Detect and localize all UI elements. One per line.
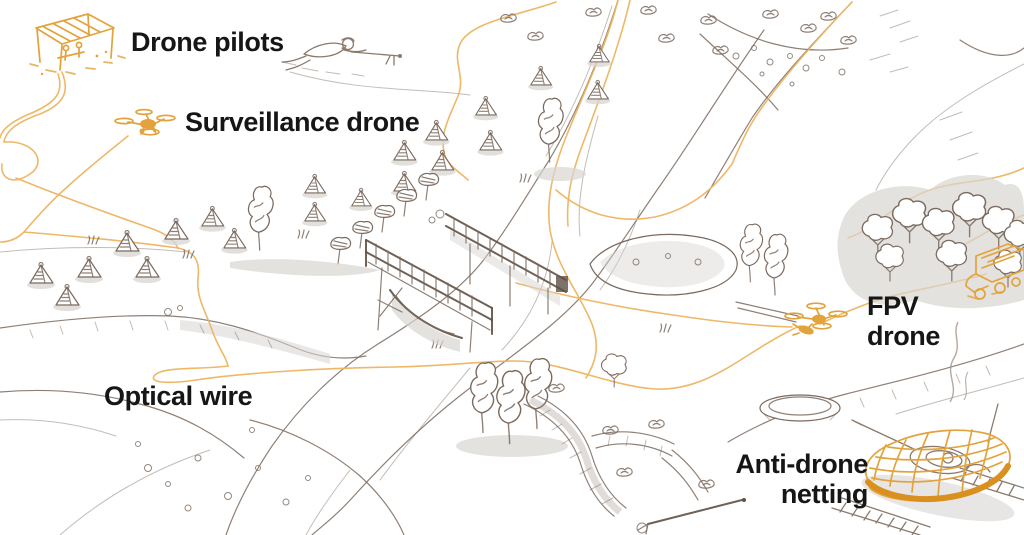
artillery-gun bbox=[636, 498, 746, 535]
anti-drone-netting-tank-icon bbox=[831, 321, 1024, 535]
fpv-drone-icon bbox=[784, 302, 848, 336]
supply-truck-icon bbox=[965, 243, 1024, 300]
label-anti-drone-netting: Anti-drone netting bbox=[735, 449, 869, 509]
label-fpv-drone: FPV drone bbox=[867, 291, 941, 351]
trees bbox=[230, 97, 789, 457]
water-cistern bbox=[759, 394, 841, 422]
trench-system bbox=[523, 353, 715, 517]
bridge-second bbox=[428, 209, 568, 315]
pilot-tent-icon bbox=[29, 13, 126, 76]
bridge-main bbox=[365, 239, 493, 353]
surveillance-drone-icon bbox=[114, 108, 176, 136]
label-optical-wire: Optical wire bbox=[104, 381, 253, 411]
label-surveillance-drone: Surveillance drone bbox=[185, 107, 420, 137]
label-drone-pilots: Drone pilots bbox=[131, 27, 284, 57]
soldier-machine-gunner-icon bbox=[281, 37, 402, 77]
forest-right bbox=[837, 174, 1024, 309]
